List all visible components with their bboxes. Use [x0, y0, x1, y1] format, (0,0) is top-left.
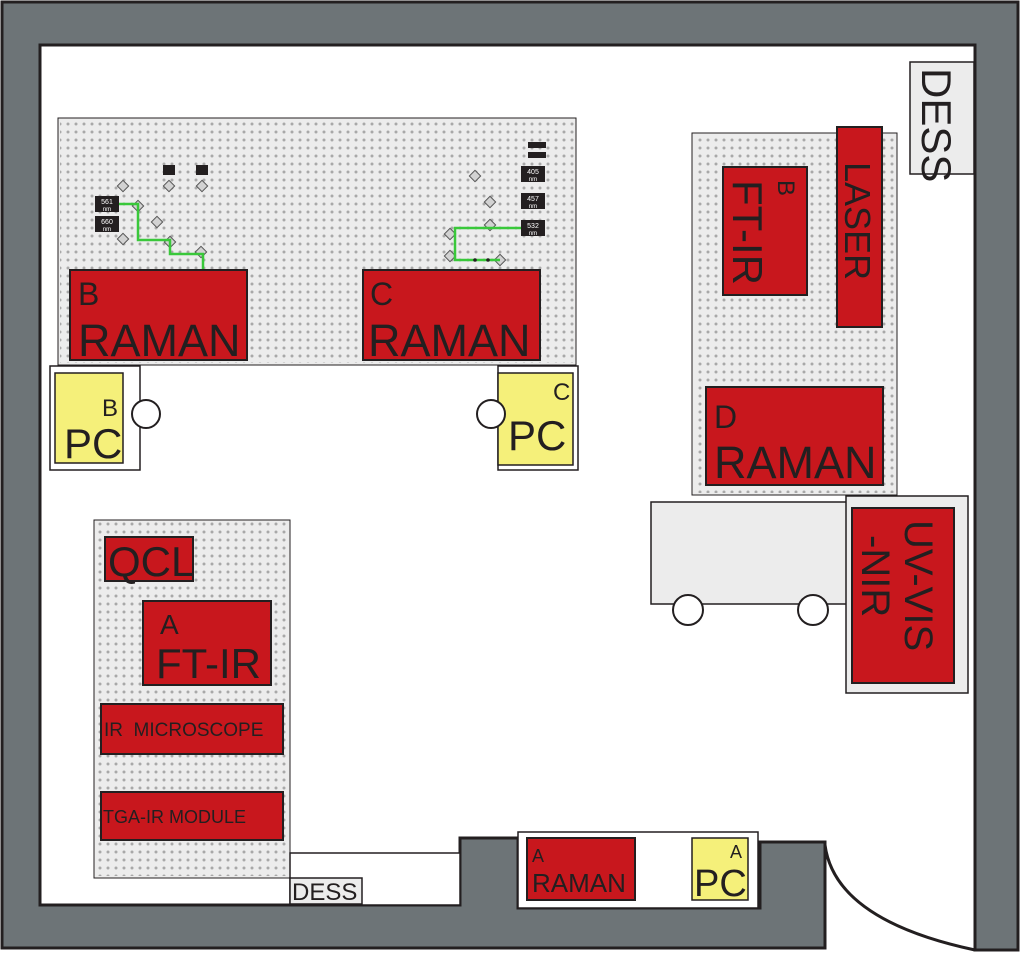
- pc-a-name: PC: [694, 863, 747, 905]
- b-raman-name: RAMAN: [78, 315, 241, 366]
- dess-top-right-label: DESS: [913, 68, 960, 182]
- d-raman-letter: D: [714, 399, 737, 435]
- pc-b: B PC: [49, 365, 161, 471]
- laser-unit: LASER: [836, 126, 883, 328]
- laser-unit-label: LASER: [837, 162, 878, 280]
- a-ftir-name: FT-IR: [156, 640, 261, 687]
- cart-wheel-right: [797, 594, 829, 626]
- laser-405-unit: nm: [529, 177, 537, 183]
- laser-source-561: 561 nm: [95, 196, 119, 213]
- uv-vis-nir-line2: -NIR: [853, 535, 897, 617]
- laser-660-unit: nm: [103, 227, 111, 233]
- b-ftir-letter: B: [772, 180, 799, 196]
- pc-c-name: PC: [508, 412, 566, 459]
- beam-path-right: [453, 226, 521, 262]
- laser-beam-paths: [119, 202, 521, 270]
- b-ftir: B FT-IR: [722, 166, 808, 296]
- dess-bottom-label: DESS: [292, 879, 357, 906]
- a-ftir-letter: A: [160, 609, 179, 640]
- laser-source-660: 660 nm: [95, 216, 119, 233]
- beam-path-left: [119, 202, 205, 270]
- cart-wheel-left: [672, 594, 704, 626]
- a-raman-letter: A: [532, 846, 544, 866]
- tga-ir-label: TGA-IR MODULE: [103, 807, 246, 827]
- laser-457-nm: 457: [527, 196, 539, 203]
- c-raman: C RAMAN: [362, 269, 541, 366]
- laser-457-unit: nm: [529, 204, 537, 210]
- b-raman: B RAMAN: [69, 269, 248, 366]
- qcl-label: QCL: [108, 538, 194, 585]
- chair-b: [131, 399, 161, 429]
- optical-components: [116, 142, 546, 267]
- laser-source-457: 457 nm: [521, 193, 545, 210]
- uv-vis-nir: UV-VIS -NIR: [845, 495, 969, 694]
- a-raman-name: RAMAN: [532, 868, 626, 898]
- laser-source-405: 405 nm: [521, 166, 545, 183]
- laser-405-nm: 405: [527, 169, 539, 176]
- d-raman: D RAMAN: [705, 386, 884, 488]
- laser-561-unit: nm: [103, 207, 111, 213]
- ir-microscope: IR MICROSCOPE: [100, 703, 284, 755]
- laser-532-nm: 532: [527, 223, 539, 230]
- d-raman-name: RAMAN: [714, 437, 877, 488]
- pc-b-letter: B: [102, 395, 118, 422]
- c-raman-name: RAMAN: [368, 315, 531, 366]
- uv-vis-nir-line1: UV-VIS: [896, 520, 940, 651]
- a-raman: A RAMAN: [526, 837, 636, 901]
- laser-660-nm: 660: [101, 219, 113, 226]
- laser-532-unit: nm: [529, 231, 537, 237]
- tga-ir-module: TGA-IR MODULE: [100, 791, 284, 841]
- pc-a-letter: A: [730, 842, 742, 862]
- qcl: QCL: [104, 536, 194, 585]
- c-raman-letter: C: [370, 276, 393, 312]
- pc-b-name: PC: [64, 420, 122, 467]
- chair-c: [476, 399, 506, 429]
- ir-microscope-label: IR MICROSCOPE: [104, 720, 263, 741]
- pc-c-letter: C: [553, 379, 570, 406]
- b-raman-letter: B: [78, 276, 99, 312]
- pc-c: C PC: [476, 365, 579, 471]
- pc-a: A PC: [691, 837, 749, 905]
- door-swing: [823, 844, 976, 952]
- laser-561-nm: 561: [101, 199, 113, 206]
- a-ftir: A FT-IR: [142, 600, 272, 687]
- dess-bottom: DESS: [289, 852, 461, 906]
- laser-source-532: 532 nm: [521, 220, 545, 237]
- dess-top-right: DESS: [909, 61, 975, 182]
- b-ftir-name: FT-IR: [724, 180, 771, 285]
- instrument-cart: [650, 501, 852, 626]
